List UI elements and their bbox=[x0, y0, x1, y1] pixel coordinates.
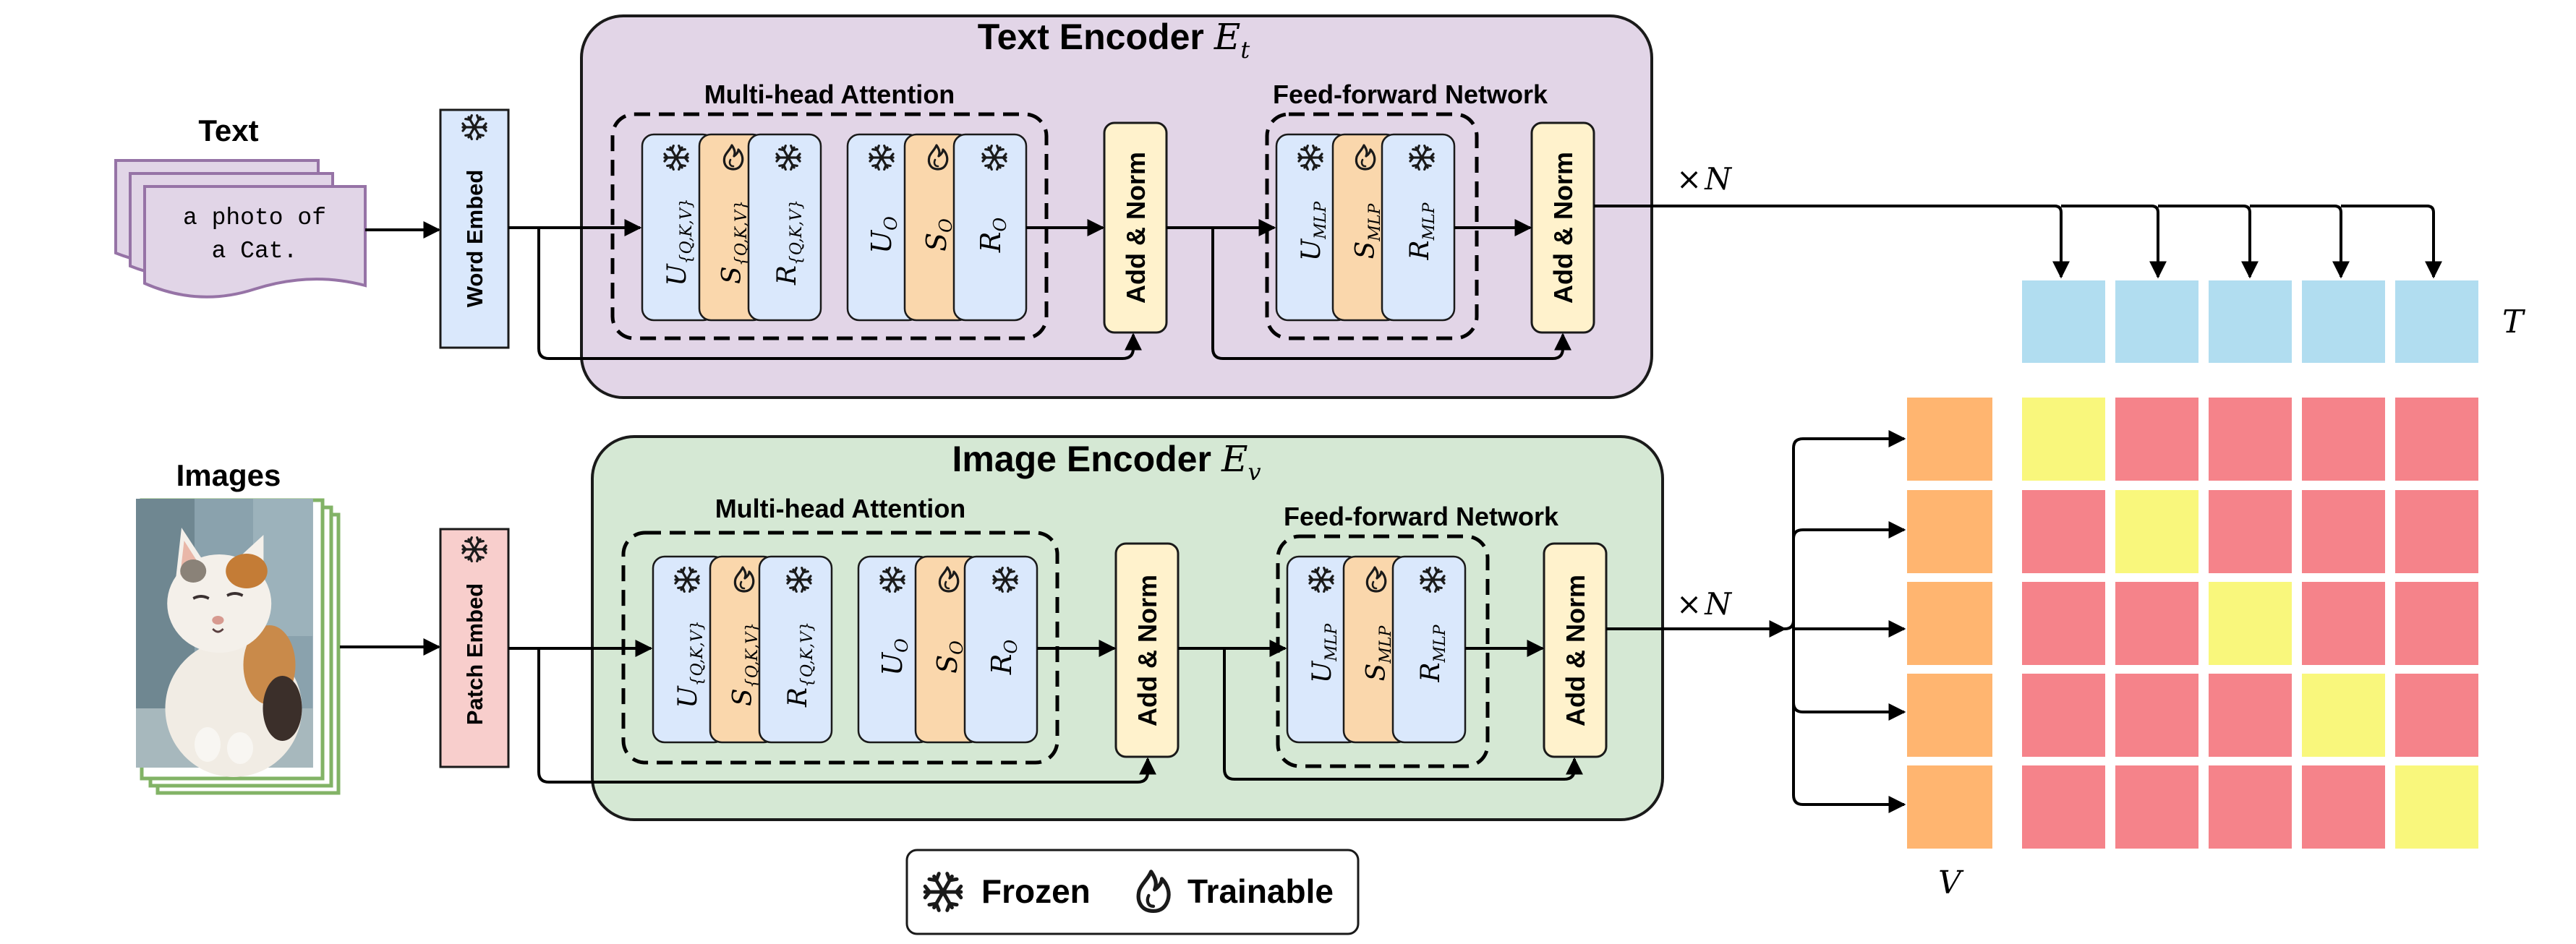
text-u-qkv-block: U{Q,K,V} bbox=[641, 133, 716, 322]
text-features-label: T bbox=[2502, 304, 2526, 340]
text-repeat-n: ×N bbox=[1676, 161, 1732, 197]
matrix-cell bbox=[2022, 674, 2105, 757]
matrix-cell bbox=[2395, 674, 2478, 757]
word-embed-label: Word Embed bbox=[462, 170, 487, 308]
svg-text:SO: SO bbox=[931, 640, 967, 674]
svg-text:Add & Norm: Add & Norm bbox=[1121, 152, 1151, 304]
matrix-cell bbox=[2115, 582, 2198, 665]
matrix-cell bbox=[2115, 398, 2198, 481]
image-r-mlp-block: RMLP bbox=[1391, 555, 1467, 744]
text-feature-cell bbox=[2209, 280, 2292, 363]
matrix-cell bbox=[2115, 674, 2198, 757]
matrix-cell bbox=[2022, 582, 2105, 665]
matrix-cell bbox=[2022, 765, 2105, 849]
text-mha-label: Multi-head Attention bbox=[704, 80, 955, 109]
text-r-qkv-block: R{Q,K,V} bbox=[747, 133, 822, 322]
image-features bbox=[1907, 398, 1992, 849]
matrix-cell bbox=[2302, 674, 2385, 757]
image-r-qkv-block: R{Q,K,V} bbox=[758, 555, 833, 744]
text-feature-cell bbox=[2302, 280, 2385, 363]
text-add-norm-2: Add & Norm bbox=[1530, 121, 1595, 334]
similarity-matrix bbox=[2022, 398, 2478, 849]
matrix-cell bbox=[2209, 582, 2292, 665]
image-feature-cell bbox=[1907, 674, 1992, 757]
text-input-label: Text bbox=[198, 113, 258, 147]
matrix-cell bbox=[2209, 765, 2292, 849]
legend-frozen-label: Frozen bbox=[981, 872, 1091, 910]
text-caption-line-2: a Cat. bbox=[212, 238, 298, 265]
text-r-o-block: RO bbox=[952, 133, 1028, 322]
image-input-label: Images bbox=[176, 458, 281, 492]
image-u-qkv-block: U{Q,K,V} bbox=[652, 555, 727, 744]
legend: Frozen Trainable bbox=[905, 849, 1360, 935]
svg-text:RMLP: RMLP bbox=[1416, 624, 1449, 682]
svg-text:Add & Norm: Add & Norm bbox=[1561, 575, 1590, 726]
svg-text:R{Q,K,V}: R{Q,K,V} bbox=[772, 199, 806, 286]
matrix-cell bbox=[2395, 582, 2478, 665]
svg-text:RMLP: RMLP bbox=[1405, 202, 1438, 260]
svg-text:U{Q,K,V}: U{Q,K,V} bbox=[662, 198, 696, 286]
text-caption-line-1: a photo of bbox=[183, 205, 326, 231]
text-add-norm-1: Add & Norm bbox=[1103, 121, 1168, 334]
matrix-cell bbox=[2115, 765, 2198, 849]
text-ffn-group bbox=[1265, 112, 1479, 340]
text-feature-cell bbox=[2115, 280, 2198, 363]
image-ffn-label: Feed-forward Network bbox=[1284, 502, 1559, 531]
cat-photo bbox=[135, 497, 315, 778]
matrix-cell bbox=[2209, 490, 2292, 573]
matrix-cell bbox=[2302, 765, 2385, 849]
svg-text:UMLP: UMLP bbox=[1308, 623, 1341, 683]
image-features-label: V bbox=[1938, 864, 1964, 901]
svg-text:SO: SO bbox=[921, 218, 956, 252]
matrix-cell bbox=[2302, 582, 2385, 665]
matrix-cell bbox=[2209, 398, 2292, 481]
matrix-cell bbox=[2022, 490, 2105, 573]
svg-text:Add & Norm: Add & Norm bbox=[1548, 152, 1578, 304]
text-feature-cell bbox=[2395, 280, 2478, 363]
text-features bbox=[2022, 280, 2478, 363]
svg-text:UMLP: UMLP bbox=[1297, 201, 1330, 261]
svg-text:Add & Norm: Add & Norm bbox=[1133, 575, 1162, 726]
svg-text:UO: UO bbox=[877, 638, 912, 676]
image-repeat-n: ×N bbox=[1676, 586, 1732, 622]
matrix-cell bbox=[2022, 398, 2105, 481]
svg-text:UO: UO bbox=[866, 216, 901, 254]
image-feature-cell bbox=[1907, 765, 1992, 849]
image-add-norm-2: Add & Norm bbox=[1543, 542, 1608, 758]
text-document-stack bbox=[114, 159, 367, 299]
patch-embed-label: Patch Embed bbox=[462, 583, 487, 725]
image-u-mlp-block: UMLP bbox=[1286, 555, 1361, 744]
text-u-mlp-block: UMLP bbox=[1275, 133, 1350, 322]
matrix-cell bbox=[2115, 490, 2198, 573]
image-feature-cell bbox=[1907, 490, 1992, 573]
svg-text:R{Q,K,V}: R{Q,K,V} bbox=[783, 622, 816, 708]
legend-trainable-label: Trainable bbox=[1187, 872, 1334, 910]
svg-text:RO: RO bbox=[975, 218, 1010, 254]
image-u-o-block: UO bbox=[857, 555, 932, 744]
matrix-cell bbox=[2395, 490, 2478, 573]
image-stack bbox=[135, 497, 341, 795]
matrix-cell bbox=[2209, 674, 2292, 757]
image-feature-cell bbox=[1907, 582, 1992, 665]
matrix-cell bbox=[2395, 765, 2478, 849]
image-r-o-block: RO bbox=[963, 555, 1038, 744]
matrix-cell bbox=[2302, 490, 2385, 573]
text-ffn-label: Feed-forward Network bbox=[1273, 80, 1548, 109]
text-r-mlp-block: RMLP bbox=[1381, 133, 1456, 322]
image-mha-label: Multi-head Attention bbox=[715, 494, 966, 523]
matrix-cell bbox=[2302, 398, 2385, 481]
image-add-norm-1: Add & Norm bbox=[1114, 542, 1180, 758]
svg-text:U{Q,K,V}: U{Q,K,V} bbox=[673, 620, 707, 708]
text-feature-cell bbox=[2022, 280, 2105, 363]
matrix-cell bbox=[2395, 398, 2478, 481]
image-feature-cell bbox=[1907, 398, 1992, 481]
svg-text:RO: RO bbox=[986, 640, 1021, 676]
